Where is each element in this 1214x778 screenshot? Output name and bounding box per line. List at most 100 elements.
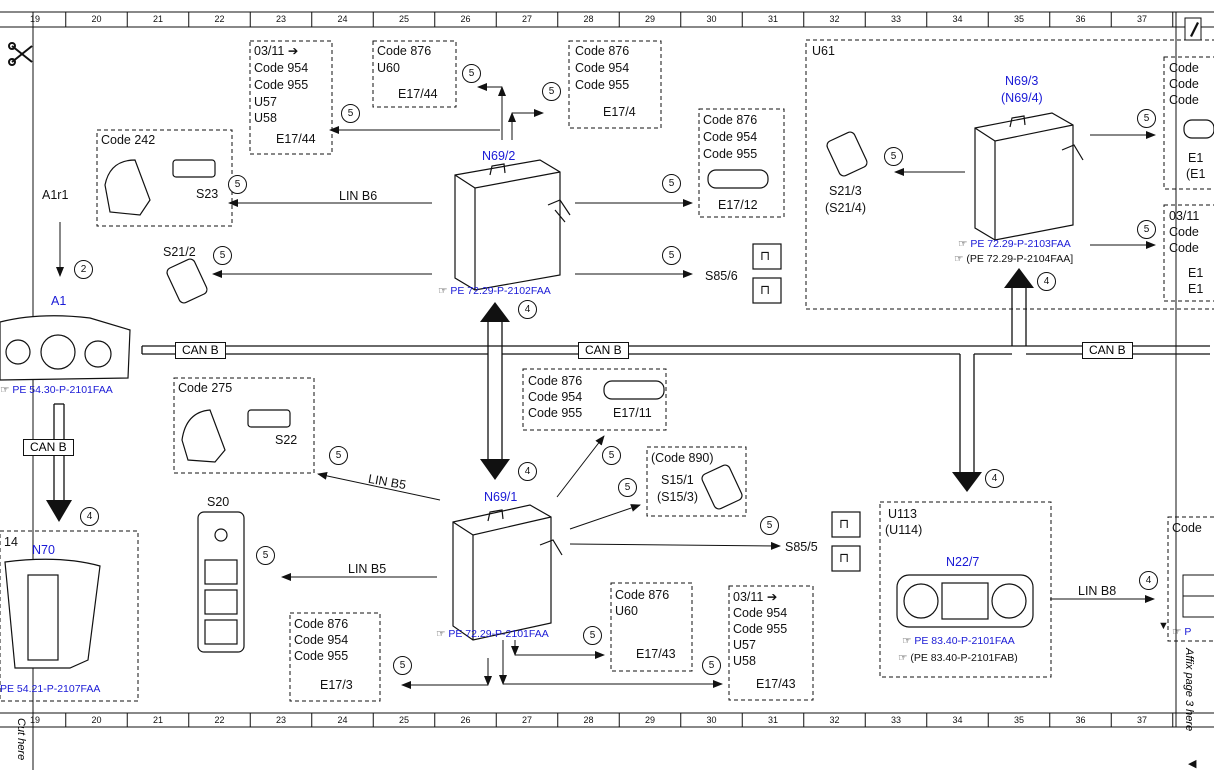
e17-44-label-b: E17/44 [398,87,438,101]
ruler-column-label: 20 [91,715,102,725]
book-icon: ☞ [958,238,971,250]
lock-buttons [752,243,861,572]
ruler-column-label: 32 [829,715,840,725]
lin-b8-label: LIN B8 [1078,584,1117,598]
e17-43-label-b: E17/43 [756,677,796,691]
ruler-column-label: 22 [214,715,225,725]
ruler-column-label: 27 [521,715,532,725]
unlock-icon[interactable]: ⊓ [839,516,850,531]
n69-3-label: N69/3 [1005,74,1039,88]
box2-line1: Code 876 [377,44,432,58]
n69-1-ref[interactable]: ☞ PE 72.29-P-2101FAA [436,626,549,642]
s20-label: S20 [207,495,230,509]
ruler-column-label: 19 [29,14,40,24]
circled-5: 5 [329,446,348,465]
n69-3-ref-text: PE 72.29-P-2103FAA [970,238,1071,250]
lock-icon[interactable]: ⊓ [839,550,850,565]
rt-box2-line2: Code [1169,225,1199,239]
circled-5: 5 [393,656,412,675]
a1-label: A1 [51,294,67,308]
s23-label: S23 [196,187,219,201]
pencil-icon [1184,17,1202,41]
circled-4: 4 [1139,571,1158,590]
instrument-cluster [0,315,131,381]
box7-line2: U60 [615,604,638,618]
ruler-column-label: 24 [337,14,348,24]
module-n69-3 [974,112,1084,241]
ruler-frame [0,11,1214,770]
ruler-column-label: 29 [644,14,655,24]
can-b-label-1: CAN B [175,342,226,359]
rt-ref[interactable]: ☞ P [1172,624,1191,640]
book-icon: ☞ [436,628,449,640]
circled-5: 5 [602,446,621,465]
box1-line2: Code 954 [254,61,309,75]
circled-5: 5 [662,174,681,193]
box3-line1: Code 876 [575,44,630,58]
box5-line2: Code 954 [528,390,583,404]
e17-12-label: E17/12 [718,198,758,212]
s22-label: S22 [275,433,298,447]
box3-line2: Code 954 [575,61,630,75]
n69-4-ref[interactable]: ☞ (PE 72.29-P-2104FAA] [954,251,1073,267]
ruler-column-label: 26 [460,14,471,24]
n69-2-ref[interactable]: ☞ PE 72.29-P-2102FAA [438,283,551,299]
ruler-column-label: 21 [152,14,163,24]
seat-switch-s23 [104,159,216,216]
e17-44-label-a: E17/44 [276,132,316,146]
lin-b5-label-2: LIN B5 [348,562,387,576]
e17-3-label: E17/3 [320,678,353,692]
circled-5: 5 [618,478,637,497]
circled-4: 4 [518,300,537,319]
ruler-column-label: 30 [706,14,717,24]
ruler-column-label: 33 [890,715,901,725]
a1-ref[interactable]: ☞ PE 54.30-P-2101FAA [0,382,113,398]
ruler-column-label: 35 [1013,14,1024,24]
n22-7-ref-text: PE 83.40-P-2101FAA [914,635,1015,647]
box4-line2: Code 954 [703,130,758,144]
circled-5: 5 [228,175,247,194]
circled-5: 5 [583,626,602,645]
module-n69-1 [452,504,563,641]
climate-control-panel [896,574,1034,628]
s85-6-label: S85/6 [705,269,738,283]
ruler-column-label: 25 [398,14,409,24]
circled-5: 5 [662,246,681,265]
box4-line1: Code 876 [703,113,758,127]
n69-2-label: N69/2 [482,149,516,163]
rt-box1-line1: Code [1169,61,1199,75]
box4-line3: Code 955 [703,147,758,161]
unlock-icon[interactable]: ⊓ [760,248,771,263]
u114-label: (U114) [885,523,923,537]
e17-43-label-a: E17/43 [636,647,676,661]
s21-4-label: (S21/4) [825,201,866,215]
circled-5: 5 [542,82,561,101]
ruler-column-label: 22 [214,14,225,24]
n22-7-ref[interactable]: ☞ PE 83.40-P-2101FAA [902,633,1015,649]
s15-1-label: S15/1 [661,473,694,487]
ruler-column-label: 34 [952,14,963,24]
circled-5: 5 [884,147,903,166]
rt-box1-line3: Code [1169,93,1199,107]
a1r1-label: A1r1 [42,188,69,202]
circled-5: 5 [702,656,721,675]
ruler-column-label: 28 [583,14,594,24]
can-b-label-4: CAN B [23,439,74,456]
n69-3-ref[interactable]: ☞ PE 72.29-P-2103FAA [958,236,1071,252]
n70-ref[interactable]: PE 54.21-P-2107FAA [0,681,100,697]
n69-4-ref-text: (PE 72.29-P-2104FAA] [966,253,1074,265]
e1-label-b: (E1 [1186,167,1206,181]
lamps [603,119,1214,400]
book-icon: ☞ [902,635,915,647]
book-icon: ☞ [438,285,451,297]
box1-line4: U57 [254,95,277,109]
ruler-column-label: 29 [644,715,655,725]
e17-11-label: E17/11 [613,406,652,420]
right-partial-table [1182,574,1214,618]
n22-7-ref2[interactable]: ☞ (PE 83.40-P-2101FAB) [898,650,1018,666]
box7-line1: Code 876 [615,588,670,602]
triangle-down-icon: ▼ [1158,620,1169,632]
lock-icon[interactable]: ⊓ [760,282,771,297]
s85-5-label: S85/5 [785,540,818,554]
